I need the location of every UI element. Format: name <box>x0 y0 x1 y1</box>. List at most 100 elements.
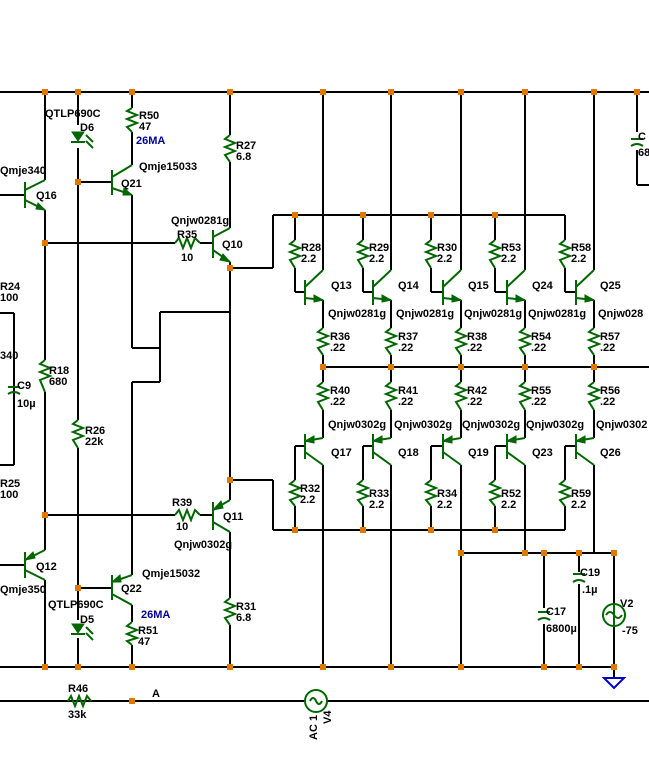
capacitor-c17 <box>537 611 551 621</box>
label-c17-value: 6800µ <box>546 623 577 635</box>
resistor-r51 <box>124 621 141 646</box>
label-r38: R38 <box>467 331 487 343</box>
resistor-r35 <box>174 235 201 251</box>
label-r32-value: 2.2 <box>300 494 315 506</box>
label-r34: R34 <box>437 488 458 500</box>
label-q25: Q25 <box>600 280 621 292</box>
label-c19: C19 <box>580 567 600 579</box>
label-r42: R42 <box>467 385 487 397</box>
label-r59-value: 2.2 <box>571 499 586 511</box>
transistor-q16 <box>24 179 47 211</box>
label-q18: Q18 <box>398 447 419 459</box>
label-r29: R29 <box>369 242 389 254</box>
resistor-r56 <box>586 381 602 411</box>
resistor-r42 <box>453 381 469 411</box>
label-r57-value: .22 <box>600 342 615 354</box>
label-r38-value: .22 <box>467 342 482 354</box>
label-r30: R30 <box>437 242 457 254</box>
resistor-r31 <box>222 597 238 626</box>
label-qnjw0281g-driver: Qnjw0281g <box>171 215 229 227</box>
capacitors <box>7 138 644 621</box>
resistor-r52 <box>487 479 503 507</box>
label-r32: R32 <box>300 483 320 495</box>
transistor-q15 <box>442 269 463 305</box>
label-r52: R52 <box>501 488 521 500</box>
resistor-r27 <box>222 134 238 163</box>
label-c-right-value: 68 <box>638 147 649 159</box>
label-r26: R26 <box>85 425 105 437</box>
transistor-q22 <box>110 574 133 606</box>
label-r33: R33 <box>369 488 389 500</box>
label-qp3: Qnjw0302g <box>462 419 520 431</box>
label-qp2: Qnjw0302g <box>394 419 452 431</box>
label-r29-value: 2.2 <box>369 253 384 265</box>
resistor-r41 <box>383 381 399 411</box>
resistor-r29 <box>355 239 371 269</box>
label-q26: Q26 <box>600 447 621 459</box>
label-r55: R55 <box>531 385 551 397</box>
label-r54: R54 <box>531 331 552 343</box>
label-r40: R40 <box>330 385 350 397</box>
label-r35: R35 <box>177 229 197 241</box>
resistor-r50 <box>124 107 140 133</box>
capacitor-c-right <box>630 138 644 147</box>
label-node-a: A <box>152 688 160 700</box>
label-r52-value: 2.2 <box>501 499 516 511</box>
label-v2-value: -75 <box>622 625 638 637</box>
label-c-right: C <box>638 131 646 143</box>
transistor-q18 <box>371 434 392 466</box>
label-c17: C17 <box>546 606 566 618</box>
label-r39: R39 <box>172 497 192 509</box>
label-q13: Q13 <box>331 280 352 292</box>
sources <box>304 603 627 713</box>
label-340: 340 <box>0 350 18 362</box>
label-qp4: Qnjw0302g <box>526 419 584 431</box>
transistor-q13 <box>304 269 325 305</box>
resistor-r26 <box>70 419 86 449</box>
label-qtlp690c-bot: QTLP690C <box>48 599 104 611</box>
resistor-r58 <box>557 239 573 269</box>
label-r24: R24 <box>0 281 21 293</box>
label-r36-value: .22 <box>330 342 345 354</box>
label-r31: R31 <box>236 601 256 613</box>
label-r51-value: 47 <box>138 636 150 648</box>
label-r28-value: 2.2 <box>301 253 316 265</box>
label-ac: AC 1 <box>308 715 320 740</box>
junction-dots <box>42 89 640 704</box>
label-qn3: Qnjw0281g <box>464 308 522 320</box>
label-r50-value: 47 <box>139 121 151 133</box>
label-q24: Q24 <box>532 280 554 292</box>
label-current-bot: 26MA <box>141 609 170 621</box>
resistor-r57 <box>586 327 602 356</box>
resistor-r34 <box>423 479 439 507</box>
label-qmje350: Qmje350 <box>0 584 46 596</box>
label-d5: D5 <box>80 614 94 626</box>
resistor-r38 <box>453 327 469 356</box>
resistor-r28 <box>287 239 303 269</box>
label-r33-value: 2.2 <box>369 499 384 511</box>
label-qn2: Qnjw0281g <box>396 308 454 320</box>
label-r35-value: 10 <box>181 252 193 264</box>
transistor-q14 <box>372 269 393 305</box>
resistor-r33 <box>355 479 371 507</box>
ac-source-v4 <box>304 689 328 713</box>
label-r55-value: .22 <box>531 396 546 408</box>
label-qnjw0302g-driver: Qnjw0302g <box>174 539 232 551</box>
label-r36: R36 <box>330 331 350 343</box>
transistors <box>23 164 596 606</box>
resistor-r40 <box>315 381 331 411</box>
label-r46-value: 33k <box>68 709 87 721</box>
resistor-r39 <box>174 507 201 523</box>
label-r31-value: 6.8 <box>236 612 251 624</box>
label-q23: Q23 <box>532 447 553 459</box>
label-r25-value: 100 <box>0 489 18 501</box>
label-r37-value: .22 <box>398 342 413 354</box>
label-r18: R18 <box>49 365 69 377</box>
label-r58: R58 <box>571 242 591 254</box>
label-d6: D6 <box>80 122 94 134</box>
transistor-q11 <box>211 499 231 533</box>
label-r28: R28 <box>301 242 321 254</box>
transistor-q23 <box>505 434 526 466</box>
